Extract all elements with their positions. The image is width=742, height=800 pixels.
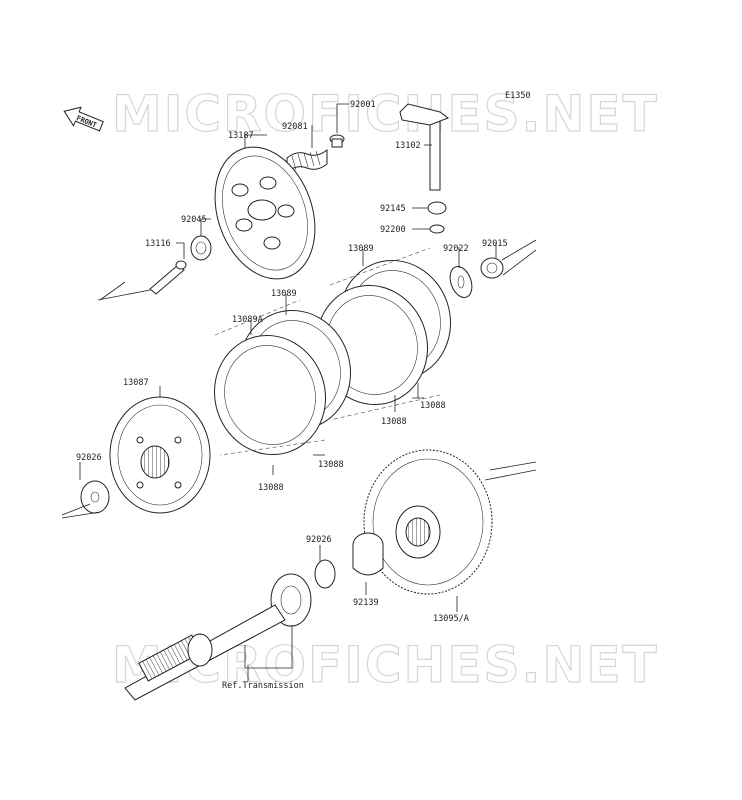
shaft-bearing (270, 573, 312, 627)
label-92001: 92001 (350, 100, 376, 110)
release-shaft-13102 (399, 103, 450, 191)
label-92081: 92081 (282, 122, 308, 132)
front-arrow-icon: FRONT (63, 106, 104, 132)
label-92022: 92022 (443, 244, 469, 254)
label-13102: 13102 (395, 141, 421, 151)
label-13087: 13087 (123, 378, 149, 388)
label-92015: 92015 (482, 239, 508, 249)
friction-plate-13089 (316, 259, 451, 406)
washer-92022 (449, 266, 473, 298)
label-92026-b: 92026 (306, 535, 332, 545)
watermark-top: MICROFICHES.NET (112, 85, 659, 143)
pushrod-13116 (97, 260, 187, 301)
leader-lines (79, 103, 497, 612)
steel-plate-13089A (214, 309, 351, 456)
label-13088-d: 13088 (258, 483, 284, 493)
washer-92200 (429, 224, 445, 234)
diagram-code: E1350 (505, 91, 531, 101)
sleeve-92139 (352, 532, 384, 576)
pressure-plate-13187 (214, 146, 316, 280)
spring-92081 (286, 148, 328, 174)
label-13089A: 13089A (232, 315, 263, 325)
clutch-hub-13087 (109, 396, 211, 514)
label-13088-b: 13088 (381, 417, 407, 427)
label-13088-c: 13088 (318, 460, 344, 470)
label-ref-transmission: Ref.Transmission (222, 681, 304, 691)
label-13187: 13187 (228, 131, 254, 141)
label-13095A: 13095/A (433, 614, 469, 624)
label-92200: 92200 (380, 225, 406, 235)
bolt-92001 (329, 134, 345, 148)
label-13089-top: 13089 (348, 244, 374, 254)
bearing-92045 (190, 235, 212, 261)
washer-92026a (61, 480, 110, 519)
label-92026-a: 92026 (76, 453, 102, 463)
front-label: FRONT (75, 114, 98, 129)
washer-92026b (314, 559, 336, 589)
label-92045: 92045 (181, 215, 207, 225)
label-92139: 92139 (353, 598, 379, 608)
label-92145: 92145 (380, 204, 406, 214)
label-13088-a: 13088 (420, 401, 446, 411)
transmission-shaft (124, 604, 293, 701)
label-13116: 13116 (145, 239, 171, 249)
label-13089-mid: 13089 (271, 289, 297, 299)
spring-92145 (427, 201, 447, 215)
clutch-housing-13095 (363, 449, 537, 595)
nut-92015 (480, 239, 537, 279)
plate-stack-outline (214, 247, 441, 456)
